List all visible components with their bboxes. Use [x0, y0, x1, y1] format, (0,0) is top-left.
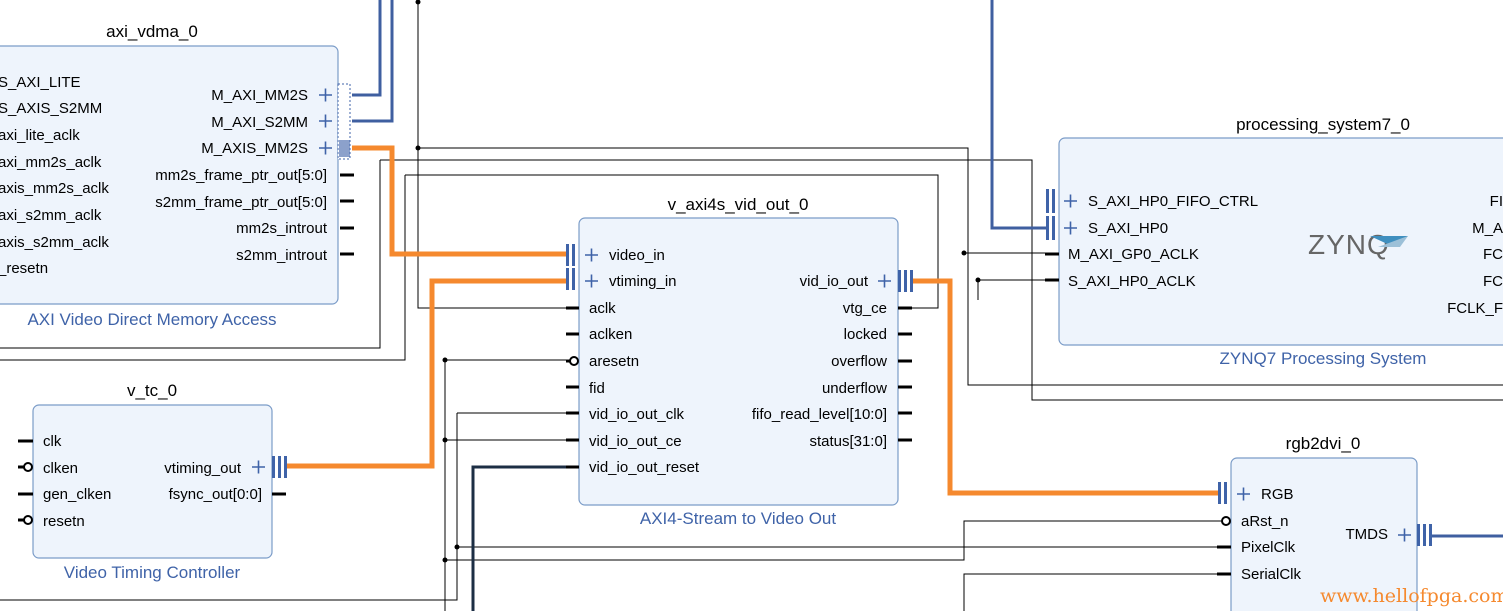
pin-label: vtiming_in: [609, 273, 677, 290]
bus-connector-icon: [1046, 189, 1055, 240]
vtc-right-pins: vtiming_out fsync_out[0:0]: [164, 460, 262, 503]
pin-label: underflow: [822, 380, 887, 397]
block-v-tc[interactable]: v_tc_0 Video Timing Controller clk clken…: [18, 381, 287, 582]
pin-label: vid_io_out_reset: [589, 459, 700, 476]
pin-label: resetn: [43, 513, 85, 530]
pin-label: aresetn: [589, 353, 639, 370]
pin-label: SerialClk: [1241, 566, 1302, 583]
pin-label: vtiming_out: [164, 460, 242, 477]
pin-label: S_AXIS_S2MM: [0, 100, 102, 117]
pin-label: M_AXI_S2MM: [211, 114, 308, 131]
pin-label: S_AXI_LITE: [0, 74, 81, 91]
pin-label: axi_s2mm_aclk: [0, 207, 102, 224]
pin-label: S_AXI_HP0: [1088, 220, 1168, 237]
expand-plus-icon[interactable]: [1237, 487, 1411, 542]
axi-interface-nets: [352, 0, 1503, 538]
rgb-left-pins: RGB aRst_n PixelClk SerialClk: [1241, 486, 1302, 583]
pin-label: vid_io_out_clk: [589, 406, 685, 423]
bus-connector-icon: [1417, 524, 1432, 546]
svg-text:ZYNQ: ZYNQ: [1308, 229, 1390, 260]
pin-label: s2mm_introut: [236, 247, 328, 264]
pin-label: TMDS: [1346, 526, 1389, 543]
pin-label: mm2s_frame_ptr_out[5:0]: [155, 167, 327, 184]
pin-label: fifo_read_level[10:0]: [752, 406, 887, 423]
pin-label: M_AXIS_MM2S: [201, 140, 308, 157]
pin-label: FC: [1483, 246, 1503, 263]
expand-plus-icon[interactable]: [1064, 194, 1077, 235]
block-subtitle: AXI Video Direct Memory Access: [27, 310, 276, 329]
block-processing-system7[interactable]: processing_system7_0 ZYNQ7 Processing Sy…: [1045, 115, 1503, 368]
vout-left-pins: video_in vtiming_in aclk aclken aresetn …: [589, 247, 700, 476]
block-title: rgb2dvi_0: [1286, 434, 1361, 453]
bus-connector-icon: [566, 244, 575, 290]
pin-label: M_A: [1472, 220, 1503, 237]
pin-label: axi_mm2s_aclk: [0, 154, 102, 171]
pin-label: gen_clken: [43, 486, 111, 503]
pin-label: locked: [844, 326, 887, 343]
pin-label: s2mm_frame_ptr_out[5:0]: [155, 194, 327, 211]
pin-label: M_AXI_GP0_ACLK: [1068, 246, 1199, 263]
pin-label: S_AXI_HP0_ACLK: [1068, 273, 1196, 290]
block-title: axi_vdma_0: [106, 22, 198, 41]
pin-label: S_AXI_HP0_FIFO_CTRL: [1088, 193, 1258, 210]
block-subtitle: ZYNQ7 Processing System: [1220, 349, 1427, 368]
pin-label: mm2s_introut: [236, 220, 328, 237]
watermark-text: www.hellofpga.com: [1320, 585, 1503, 607]
bus-connector-icon: [898, 270, 913, 292]
block-rgb2dvi[interactable]: rgb2dvi_0 RGB aRst_n PixelClk SerialClk …: [1217, 434, 1432, 611]
ps-left-pins: S_AXI_HP0_FIFO_CTRL S_AXI_HP0 M_AXI_GP0_…: [1068, 193, 1258, 290]
pin-label: aclk: [589, 300, 616, 317]
pin-label: video_in: [609, 247, 665, 264]
pin-label: fid: [589, 380, 605, 397]
pin-label: status[31:0]: [809, 433, 887, 450]
bus-connector-icon: [1218, 482, 1227, 504]
pin-label: PixelClk: [1241, 539, 1296, 556]
vdma-right-pins: M_AXI_MM2S M_AXI_S2MM M_AXIS_MM2S mm2s_f…: [155, 87, 328, 264]
bus-connector-icon: [272, 456, 287, 478]
zynq-logo: ZYNQ: [1308, 229, 1408, 260]
pin-label: axi_lite_aclk: [0, 127, 80, 144]
vdma-left-pins: S_AXI_LITE S_AXIS_S2MM axi_lite_aclk axi…: [0, 74, 109, 277]
block-axi4s-vid-out[interactable]: v_axi4s_vid_out_0 AXI4-Stream to Video O…: [566, 195, 913, 528]
pin-label: _resetn: [0, 260, 48, 277]
block-title: processing_system7_0: [1236, 115, 1410, 134]
pin-label: aRst_n: [1241, 513, 1289, 530]
pin-label: FC: [1483, 273, 1503, 290]
pin-label: FI: [1490, 193, 1503, 210]
bus-connector-icon: [337, 83, 351, 160]
vtc-left-pins: clk clken gen_clken resetn: [43, 433, 111, 530]
expand-plus-icon[interactable]: [252, 460, 265, 474]
vout-right-pins: vid_io_out vtg_ce locked overflow underf…: [752, 273, 887, 450]
block-subtitle: Video Timing Controller: [64, 563, 241, 582]
pin-label: aclken: [589, 326, 632, 343]
pin-label: fsync_out[0:0]: [169, 486, 262, 503]
pin-label: overflow: [831, 353, 887, 370]
pin-label: M_AXI_MM2S: [211, 87, 308, 104]
block-subtitle: AXI4-Stream to Video Out: [640, 509, 837, 528]
expand-plus-icon[interactable]: [319, 88, 332, 155]
pin-label: vid_io_out: [800, 273, 869, 290]
pin-label: clk: [43, 433, 62, 450]
pin-label: axis_mm2s_aclk: [0, 180, 109, 197]
pin-label: RGB: [1261, 486, 1294, 503]
ps-right-pins: FI M_A FC FC FCLK_F: [1447, 193, 1503, 317]
pin-label: vtg_ce: [843, 300, 887, 317]
pin-label: axis_s2mm_aclk: [0, 234, 109, 251]
pin-label: FCLK_F: [1447, 300, 1503, 317]
block-axi-vdma[interactable]: axi_vdma_0 AXI Video Direct Memory Acces…: [0, 22, 354, 329]
block-title: v_tc_0: [127, 381, 177, 400]
video-stream-nets: [286, 145, 1220, 496]
pin-label: vid_io_out_ce: [589, 433, 682, 450]
expand-plus-icon[interactable]: [585, 248, 891, 288]
block-title: v_axi4s_vid_out_0: [668, 195, 809, 214]
pin-label: clken: [43, 460, 78, 477]
